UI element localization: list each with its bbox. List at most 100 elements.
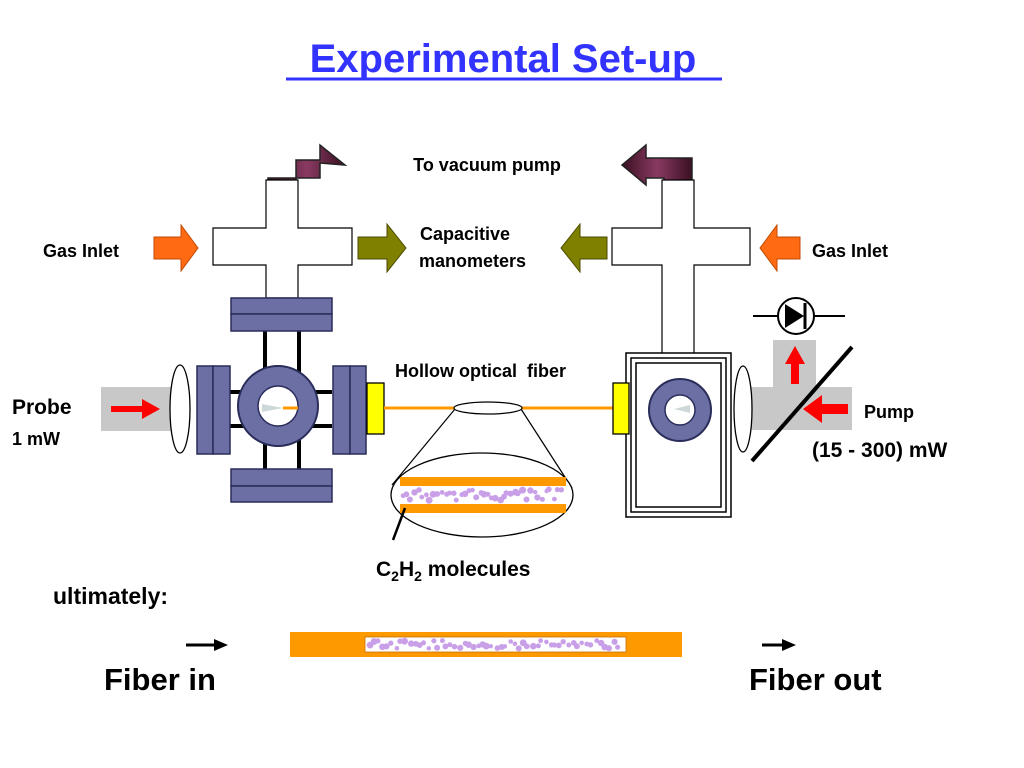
molecule-dot [388,640,394,646]
molecule-dot [488,644,493,649]
gas-inlet-left-arrow [153,223,199,273]
molecule-dot [544,639,549,645]
molecule-dot [375,638,381,644]
left-window [366,382,385,435]
molecule-dot [473,494,480,501]
molecule-dot [615,644,621,650]
zoom-line-right [520,408,573,489]
right-chamber [625,352,732,518]
fiber-out-label: Fiber out [749,662,882,697]
molecule-dot [434,644,441,651]
molecule-dot [552,496,557,502]
molecule-dot [447,490,452,496]
right-window [612,382,630,435]
fiber-out-arrow-icon [762,639,796,651]
molecule-dot [434,491,441,497]
molecule-dot [394,646,400,651]
vacuum-pump-label: To vacuum pump [413,155,561,175]
molecule-dot [579,640,584,646]
molecule-dot [421,640,426,646]
right-lens [733,365,753,453]
capacitive-label: Capacitive [420,224,510,244]
molecules-c: C [376,558,391,581]
molecule-dot [566,642,572,648]
photodiode-icon [753,297,845,335]
molecule-dot [411,489,418,496]
molecule-dot [482,642,490,650]
pump-beam [750,340,852,430]
molecule-dot [539,496,545,502]
manometer-arrow-right [560,222,608,274]
beam-splitter [750,345,854,463]
molecule-dot [523,643,530,650]
molecule-dot [442,643,449,650]
molecule-dot [426,646,431,651]
molecule-dot [425,496,433,504]
molecule-dot [523,496,530,503]
molecule-dot [451,490,457,496]
molecule-dot [457,644,464,651]
probe-arrow [111,399,160,419]
molecule-pointer [391,507,407,541]
probe-label: Probe [12,396,72,419]
molecule-dot [480,491,488,498]
molecule-dot [431,638,437,644]
page-title: Experimental Set-up [310,37,697,81]
molecule-dot [560,639,566,645]
molecule-dot [533,490,538,495]
molecule-dot [408,640,415,647]
molecule-dot [403,491,410,498]
molecule-dot [527,487,534,494]
molecule-dot [419,494,425,500]
zoom-ring [453,401,523,415]
molecule-dot [465,641,472,648]
molecule-dot [439,638,445,644]
molecule-dot [406,496,413,503]
molecules-h: H [399,558,414,581]
molecules-sub2: 2 [414,568,422,584]
zoom-line-left [391,408,456,486]
zoom-fiber-bottom-wall [400,504,566,513]
molecule-dot [453,497,459,503]
molecule-dot [535,643,541,649]
fiber-in-label: Fiber in [104,662,216,697]
fiber-in-arrow-icon [186,639,228,651]
molecule-dot [519,486,527,494]
molecule-dot [416,487,422,493]
molecule-dot [451,643,458,650]
molecules-label: C2H2 molecules [376,558,531,584]
molecules-text: molecules [422,558,531,581]
right-cross-pipe [611,179,751,356]
hollow-fiber-label: Hollow optical fiber [395,361,566,381]
pump-arrow [803,395,848,423]
photodiode-arrow [785,346,805,384]
molecule-dot [491,494,499,502]
left-cross-pipe [212,179,353,299]
gas-inlet-right-label: Gas Inlet [812,241,888,261]
molecule-dot [545,486,552,493]
molecule-dot [416,642,423,648]
molecule-dot [558,487,564,493]
pump-label: Pump [864,402,914,422]
molecules-sub1: 2 [391,568,399,584]
molecule-dot [507,490,514,497]
molecule-dot [573,643,580,650]
molecule-dot [538,638,543,644]
molecule-dot [555,642,562,649]
molecule-dot [515,645,522,652]
molecule-dot [554,487,561,493]
bottom-molecules [366,637,621,652]
left-chamber [196,297,367,503]
gas-inlet-right-arrow [759,223,801,273]
molecule-dot [424,492,429,498]
molecule-dot [502,644,508,649]
molecule-dot [611,638,618,645]
pump-power-label: (15 - 300) mW [812,439,948,462]
molecule-dot [514,490,521,497]
zoom-molecules [400,486,564,504]
ultimately-label: ultimately: [53,583,168,609]
molecule-dot [439,490,445,495]
molecule-dot [447,642,453,648]
molecule-dot [512,641,518,647]
